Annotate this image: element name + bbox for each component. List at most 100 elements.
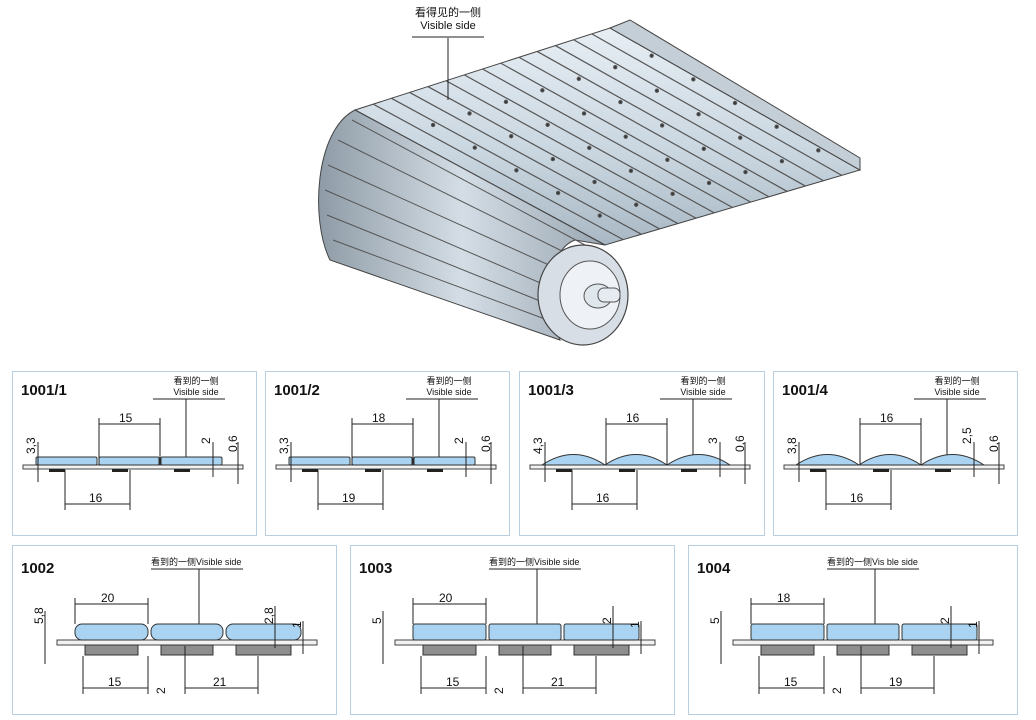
slat-joint-line: [500, 62, 752, 203]
visible-side-en: Visible side: [680, 387, 726, 397]
slat-hole: [654, 88, 660, 93]
slat-profile: [794, 454, 861, 466]
slat-joint-line: [409, 91, 660, 230]
visible-side-en: Visible side: [934, 387, 980, 397]
roll-joint-line: [327, 164, 561, 271]
slat-hole: [555, 190, 561, 196]
slat-clip: [681, 469, 697, 472]
dim-offset: 2: [492, 687, 506, 694]
slat-joint-line: [445, 80, 697, 219]
slat-profile: [750, 623, 825, 641]
dim-gap: 2: [199, 437, 213, 444]
profile-drawing: [720, 568, 994, 694]
roll-joint-line: [351, 119, 586, 246]
dim-base-thickness: 1: [966, 621, 980, 628]
slat-hole: [503, 99, 509, 105]
slat-profile: [225, 623, 302, 641]
slat-profile: [919, 454, 986, 466]
profile-code: 1001/4: [782, 382, 828, 399]
roll-joint-line: [332, 239, 554, 323]
slat-profile: [288, 456, 351, 466]
base-strip: [56, 639, 318, 646]
dim-offset: 2: [154, 687, 168, 694]
slat-hole: [633, 202, 639, 207]
profile-code: 1001/1: [21, 382, 67, 399]
dim-foot-width: 15: [784, 675, 798, 689]
dim-pitch: 21: [551, 675, 565, 689]
slat-clip: [427, 469, 443, 472]
dim-gap: 2: [600, 617, 614, 624]
slat-hole: [665, 157, 670, 163]
profile-code: 1001/2: [274, 382, 320, 399]
dim-gap: 2: [452, 437, 466, 444]
visible-side-cn: 看到的一侧: [680, 376, 726, 386]
slat-foot: [573, 644, 630, 656]
slat-hole: [514, 168, 519, 173]
slat-hole: [508, 134, 514, 139]
slat-clip: [174, 469, 190, 472]
slat-hole: [816, 148, 821, 153]
dim-slat-width: 18: [372, 411, 386, 425]
profile-code: 1004: [697, 560, 731, 577]
dim-gap: 2,8: [262, 607, 276, 624]
slat-clip: [49, 469, 65, 472]
profile-code: 1003: [359, 560, 393, 577]
slat-clip: [556, 469, 572, 472]
visible-side-en: Visible side: [426, 387, 472, 397]
slat-joint-line: [591, 33, 843, 176]
slat-profile: [603, 454, 669, 466]
slat-foot: [160, 644, 214, 656]
slat-hole: [430, 122, 436, 128]
slat-joint-line: [573, 39, 824, 182]
visible-side-cn: 看到的一侧: [173, 376, 219, 386]
slat-profile: [412, 623, 487, 641]
visible-side-en: Visible side: [173, 387, 219, 397]
slat-foot: [760, 644, 815, 656]
slat-hole: [738, 135, 743, 140]
dim-slat-width: 16: [880, 411, 894, 425]
slat-joint-line: [372, 103, 624, 241]
dim-height: 5,8: [32, 607, 46, 624]
dim-pitch: 16: [850, 491, 864, 505]
slat-joint-line: [482, 68, 733, 209]
slat-joint-line: [536, 50, 788, 192]
slat-joint-line: [555, 45, 806, 187]
dim-pitch: 16: [596, 491, 610, 505]
slat-hole: [670, 191, 675, 197]
dim-foot-width: 15: [108, 675, 122, 689]
slat-profile: [150, 623, 224, 641]
hero-visible-side-label: 看得见的一侧 Visible side: [408, 7, 488, 33]
roll-joint-line: [326, 214, 551, 306]
slat-hole: [581, 111, 587, 116]
dim-pitch: 16: [89, 491, 103, 505]
slat-hole: [774, 124, 779, 129]
visible-side-label: 看到的一侧Visible side: [489, 557, 580, 567]
slat-hole: [472, 145, 477, 150]
visible-side-label: 看到的一侧Visible side: [151, 557, 242, 567]
profile-drawing: [44, 568, 318, 694]
slat-profile: [665, 454, 732, 466]
slat-hole: [691, 77, 696, 82]
base-strip: [529, 464, 751, 470]
slat-profile: [826, 623, 900, 641]
base-strip: [275, 464, 497, 470]
slat-hole: [696, 112, 701, 117]
dim-height: 3,3: [24, 437, 38, 454]
dim-slat-width: 20: [439, 591, 453, 605]
slat-hole: [732, 100, 738, 106]
dim-slat-width: 16: [626, 411, 640, 425]
dim-pitch: 19: [342, 491, 356, 505]
dim-slat-width: 18: [777, 591, 791, 605]
slat-foot: [84, 644, 139, 656]
slat-profile: [857, 454, 923, 466]
dim-height: 5: [370, 617, 384, 624]
base-strip: [783, 464, 1005, 470]
slat-clip: [873, 469, 889, 472]
slat-clip: [810, 469, 826, 472]
dim-gap: 2,5: [960, 427, 974, 444]
slat-hole: [545, 122, 550, 128]
profile-drawing: [22, 398, 244, 510]
